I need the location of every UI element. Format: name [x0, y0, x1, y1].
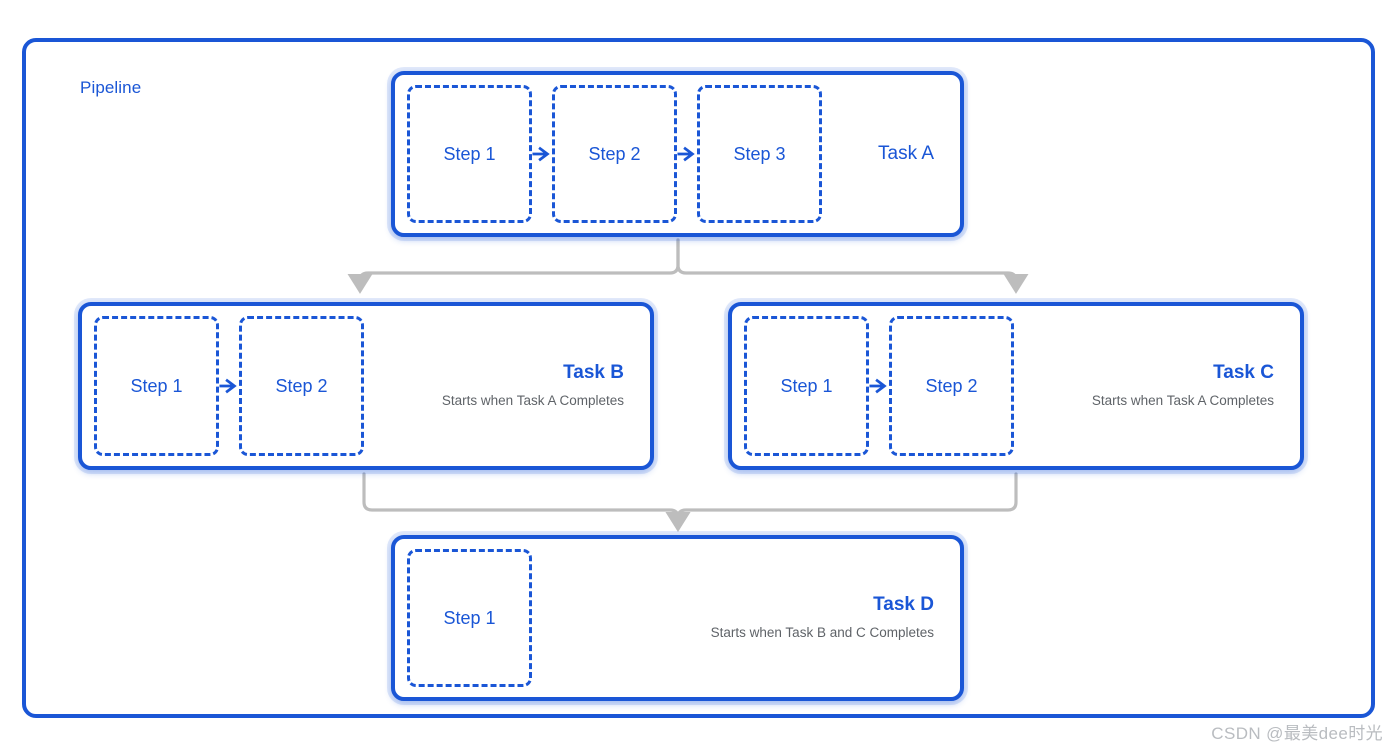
task-d-steps: Step 1 [407, 549, 532, 687]
task-subtitle: Starts when Task B and C Completes [710, 625, 934, 641]
task-title: Task A [878, 143, 934, 165]
task-card-task-d[interactable]: Step 1 Task D Starts when Task B and C C… [391, 535, 964, 701]
arrow-right-icon [869, 316, 889, 456]
task-b-meta: Task B Starts when Task A Completes [442, 316, 638, 456]
task-card-task-c[interactable]: Step 1 Step 2 Task C Starts when Task A … [728, 302, 1304, 470]
watermark: CSDN @最美dee时光 [1211, 724, 1383, 743]
step-label: Step 2 [925, 375, 978, 396]
step-box-task-a-step-1[interactable]: Step 1 [407, 85, 532, 223]
task-a-steps: Step 1 Step 2 Step 3 [407, 85, 822, 223]
step-label: Step 1 [443, 607, 496, 628]
arrow-right-icon [532, 85, 552, 223]
step-label: Step 3 [733, 143, 786, 164]
step-box-task-a-step-3[interactable]: Step 3 [697, 85, 822, 223]
task-card-task-a[interactable]: Step 1 Step 2 Step 3 [391, 71, 964, 237]
step-box-task-d-step-1[interactable]: Step 1 [407, 549, 532, 687]
step-label: Step 1 [443, 143, 496, 164]
step-box-task-a-step-2[interactable]: Step 2 [552, 85, 677, 223]
step-label: Step 1 [130, 375, 183, 396]
task-subtitle: Starts when Task A Completes [441, 393, 624, 409]
step-box-task-c-step-2[interactable]: Step 2 [889, 316, 1014, 456]
task-subtitle: Starts when Task A Completes [1091, 393, 1274, 409]
step-label: Step 2 [275, 375, 328, 396]
task-d-meta: Task D Starts when Task B and C Complete… [711, 549, 948, 687]
task-c-meta: Task C Starts when Task A Completes [1092, 316, 1288, 456]
step-label: Step 1 [780, 375, 833, 396]
task-title: Task D [873, 594, 934, 616]
task-title: Task B [563, 362, 624, 384]
task-c-steps: Step 1 Step 2 [744, 316, 1014, 456]
step-box-task-b-step-1[interactable]: Step 1 [94, 316, 219, 456]
arrow-right-icon [219, 316, 239, 456]
step-label: Step 2 [588, 143, 641, 164]
task-a-meta: Task A [878, 85, 948, 223]
step-box-task-b-step-2[interactable]: Step 2 [239, 316, 364, 456]
task-title: Task C [1213, 362, 1274, 384]
step-box-task-c-step-1[interactable]: Step 1 [744, 316, 869, 456]
task-b-steps: Step 1 Step 2 [94, 316, 364, 456]
task-card-task-b[interactable]: Step 1 Step 2 Task B Starts when Task A … [78, 302, 654, 470]
pipeline-label: Pipeline [80, 78, 142, 97]
arrow-right-icon [677, 85, 697, 223]
